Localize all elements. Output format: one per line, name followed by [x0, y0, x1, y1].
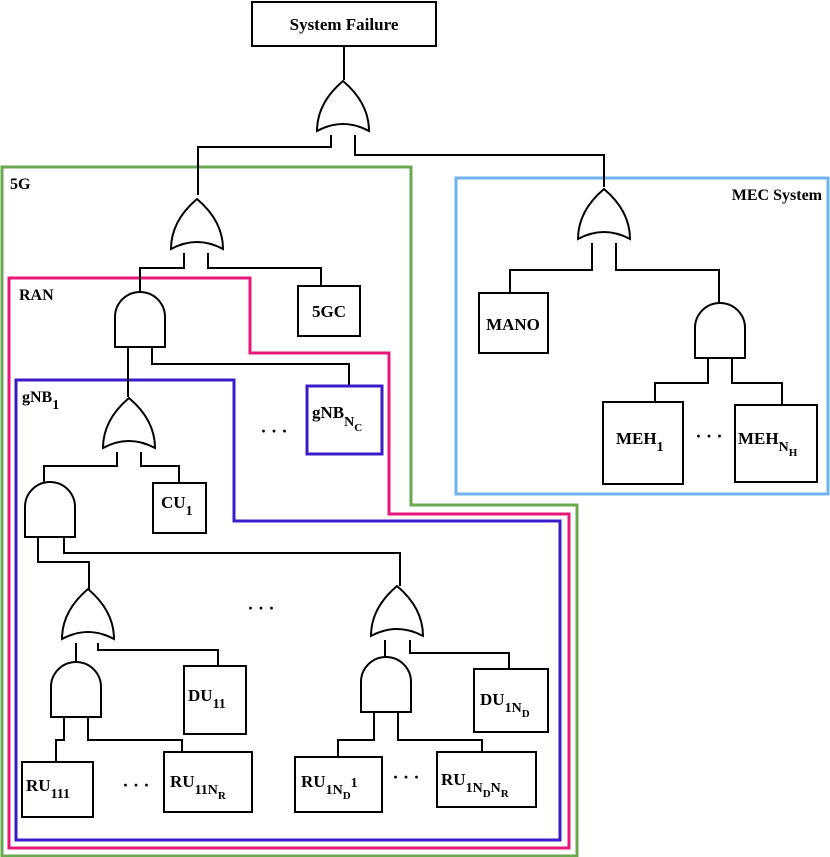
ellipsis-gnb: · · ·	[260, 421, 287, 441]
region-5g-label: 5G	[10, 176, 31, 193]
or-gate-5g	[171, 199, 223, 249]
or-gate-top	[317, 81, 369, 131]
ellipsis-ru-left: · · ·	[122, 775, 149, 795]
ellipsis-du: · · ·	[247, 598, 274, 618]
or-gate-mec	[578, 189, 630, 239]
and-gate-ru-right	[361, 657, 411, 712]
region-ran-label: RAN	[19, 287, 54, 304]
or-gate-du11	[62, 589, 114, 639]
region-gnb-label: gNB1	[22, 389, 59, 413]
mano-label: MANO	[486, 315, 540, 334]
core-label: 5GC	[312, 302, 346, 321]
region-mec-label: MEC System	[732, 187, 823, 204]
and-gate-ran	[115, 292, 165, 347]
and-gate-ru-left	[51, 662, 101, 717]
and-gate-meh	[695, 303, 745, 358]
ellipsis-ru-right: · · ·	[392, 767, 419, 787]
or-gate-gnb1	[103, 398, 155, 448]
top-event-label: System Failure	[290, 15, 399, 34]
or-gate-du1nd	[371, 586, 423, 636]
and-gate-du-group	[25, 482, 75, 537]
ellipsis-meh: · · ·	[695, 426, 722, 446]
